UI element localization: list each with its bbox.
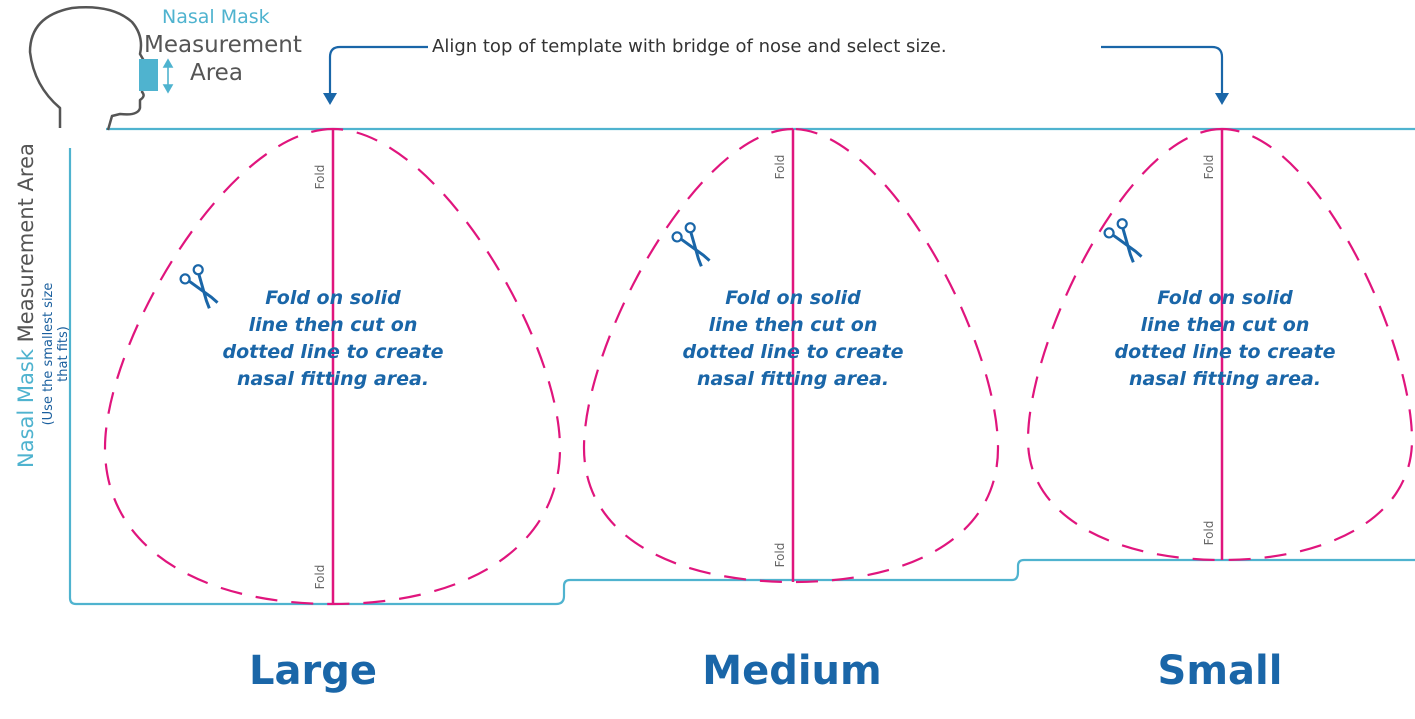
side-label-title: Nasal Mask Measurement Area xyxy=(14,108,39,468)
fold-instruction-line: Fold on solid xyxy=(725,287,861,309)
legend-area: Area xyxy=(190,60,243,86)
measurement-swatch xyxy=(139,59,158,91)
fold-label-large-top: Fold xyxy=(313,164,327,190)
cut-line-medium xyxy=(582,127,1000,584)
fold-instruction-line: dotted line to create xyxy=(222,341,444,363)
fold-instruction-line: line then cut on xyxy=(708,314,878,336)
arrow-down-icon xyxy=(323,93,337,105)
fold-instruction-line: nasal fitting area. xyxy=(236,368,430,390)
fold-instruction-large: Fold on solid line then cut on dotted li… xyxy=(193,285,473,393)
fold-label-small-top: Fold xyxy=(1202,154,1216,180)
side-label-note: (Use the smallest size that fits) xyxy=(41,282,71,426)
fold-label-medium-top: Fold xyxy=(773,154,787,180)
arrow-right xyxy=(1101,45,1224,95)
side-label-measurement-area: Measurement Area xyxy=(14,143,38,343)
double-arrow-icon xyxy=(162,58,174,94)
fold-instruction-small: Fold on solid line then cut on dotted li… xyxy=(1085,285,1365,393)
fold-instruction-medium: Fold on solid line then cut on dotted li… xyxy=(653,285,933,393)
fold-instruction-line: Fold on solid xyxy=(1157,287,1293,309)
head-profile-icon xyxy=(28,6,156,131)
cut-line-small xyxy=(1026,127,1414,562)
scissors-icon xyxy=(671,222,711,267)
fold-label-small-bottom: Fold xyxy=(1202,520,1216,546)
fold-instruction-line: line then cut on xyxy=(1140,314,1310,336)
fold-instruction-line: dotted line to create xyxy=(1114,341,1336,363)
fold-instruction-line: dotted line to create xyxy=(682,341,904,363)
fold-instruction-line: line then cut on xyxy=(248,314,418,336)
size-label-medium: Medium xyxy=(702,648,882,694)
fold-instruction-line: nasal fitting area. xyxy=(1128,368,1322,390)
size-label-large: Large xyxy=(249,648,377,694)
fold-label-medium-bottom: Fold xyxy=(773,542,787,568)
arrow-left xyxy=(328,45,428,95)
legend-measurement: Measurement xyxy=(144,32,302,58)
scissors-icon xyxy=(1103,218,1143,263)
size-label-small: Small xyxy=(1157,648,1283,694)
fold-instruction-line: nasal fitting area. xyxy=(696,368,890,390)
side-label-nasal-mask: Nasal Mask xyxy=(14,349,38,468)
template-outline xyxy=(68,148,1415,606)
scissors-icon xyxy=(179,264,219,309)
fold-label-large-bottom: Fold xyxy=(313,564,327,590)
arrow-down-icon xyxy=(1215,93,1229,105)
side-label: Nasal Mask Measurement Area (Use the sma… xyxy=(14,108,104,468)
legend-title: Nasal Mask xyxy=(162,6,270,28)
alignment-instruction: Align top of template with bridge of nos… xyxy=(428,36,951,57)
fold-instruction-line: Fold on solid xyxy=(265,287,401,309)
